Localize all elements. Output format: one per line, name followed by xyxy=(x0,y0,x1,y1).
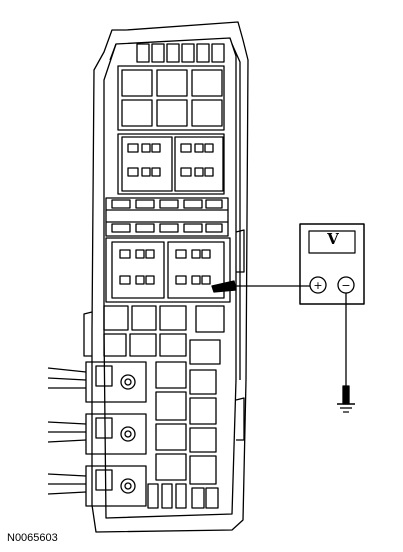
upper-relay-pair xyxy=(117,133,225,195)
side-clips xyxy=(83,229,245,441)
cable-prongs xyxy=(47,367,87,495)
terminal-studs xyxy=(85,361,147,507)
lower-relay-stack xyxy=(155,361,217,485)
voltmeter-icon xyxy=(299,223,365,305)
probe-tip xyxy=(211,280,237,293)
bottom-fuse-row xyxy=(147,483,219,509)
positive-terminal-label: + xyxy=(313,279,323,292)
negative-terminal-label: − xyxy=(341,279,351,292)
lower-fuse-blocks xyxy=(103,305,225,365)
ground-symbol-icon xyxy=(337,385,355,413)
voltmeter-display-label: V xyxy=(327,230,339,248)
fuse-box-housing xyxy=(91,21,249,533)
test-leads xyxy=(234,285,347,386)
upper-relay-grid xyxy=(117,65,225,131)
middle-fuse-rows xyxy=(105,197,229,237)
lower-relay-pair xyxy=(105,237,231,303)
figure-id: N0065603 xyxy=(7,532,58,544)
top-fuse-row xyxy=(136,43,225,63)
